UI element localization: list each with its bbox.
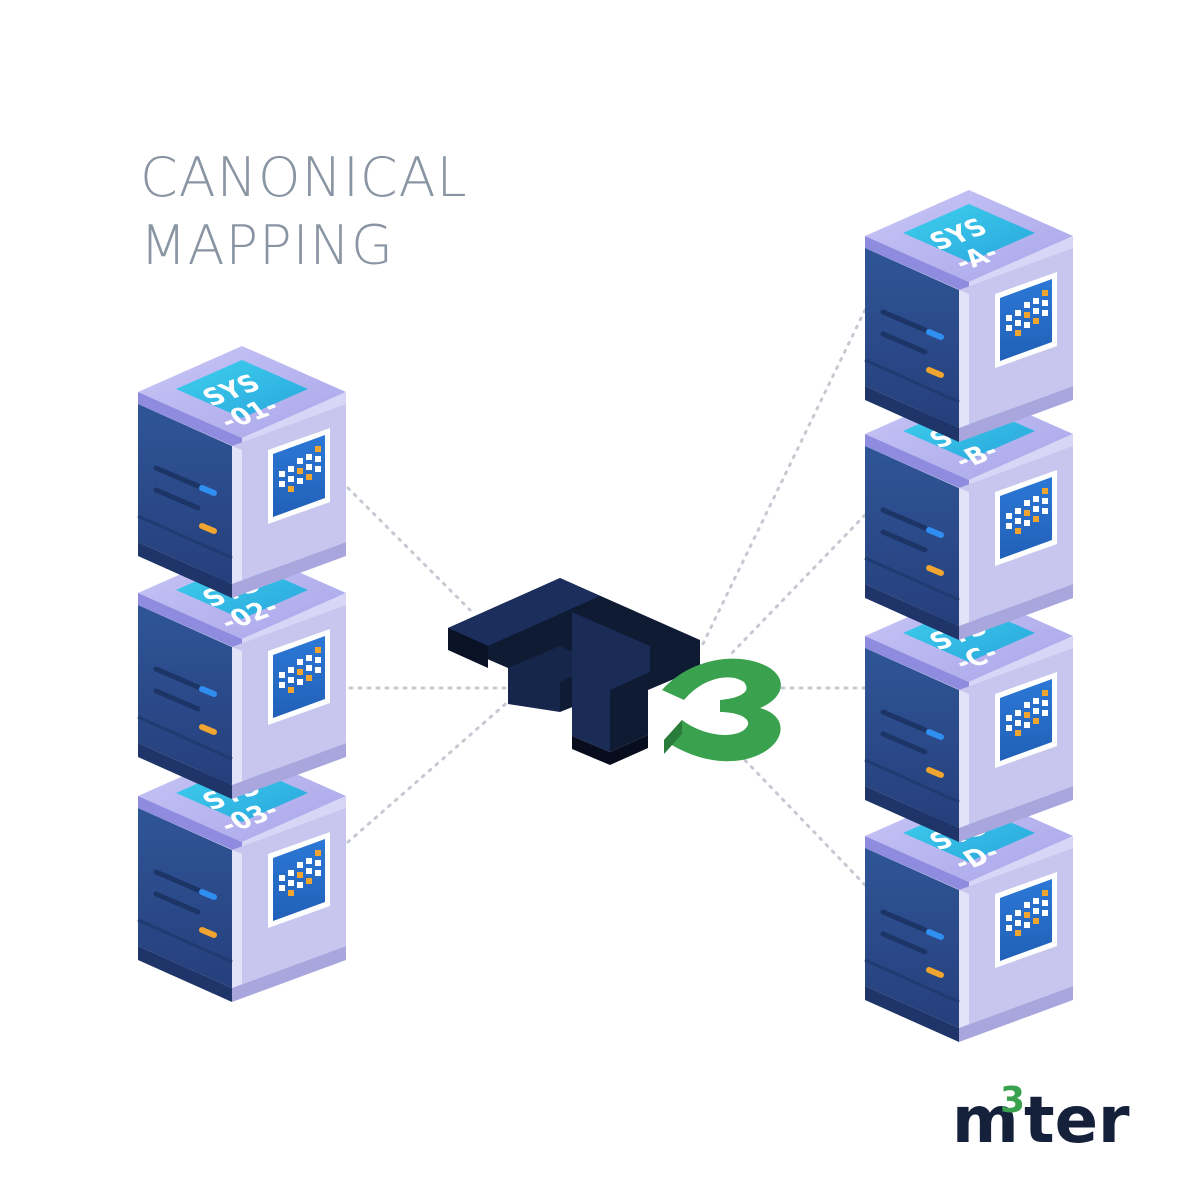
server-sys-01: SYS -01- — [138, 346, 346, 598]
connector-sys-03 — [346, 698, 512, 844]
title-line-1: CANONICAL — [140, 146, 468, 209]
connector-sys-01 — [346, 486, 472, 612]
connector-sys-a — [698, 308, 867, 652]
m3-logo-icon — [448, 578, 781, 765]
connector-sys-d — [738, 753, 867, 887]
brand-suffix: ter — [1024, 1084, 1130, 1158]
brand-logo: m 3 ter — [952, 1080, 1130, 1158]
server-sys-a: SYS -A- — [865, 190, 1073, 442]
title-line-2: MAPPING — [140, 214, 394, 277]
connector-sys-b — [728, 513, 867, 657]
brand-prefix: m — [952, 1084, 1019, 1158]
connectors — [346, 308, 867, 887]
brand-superscript: 3 — [1000, 1080, 1025, 1121]
